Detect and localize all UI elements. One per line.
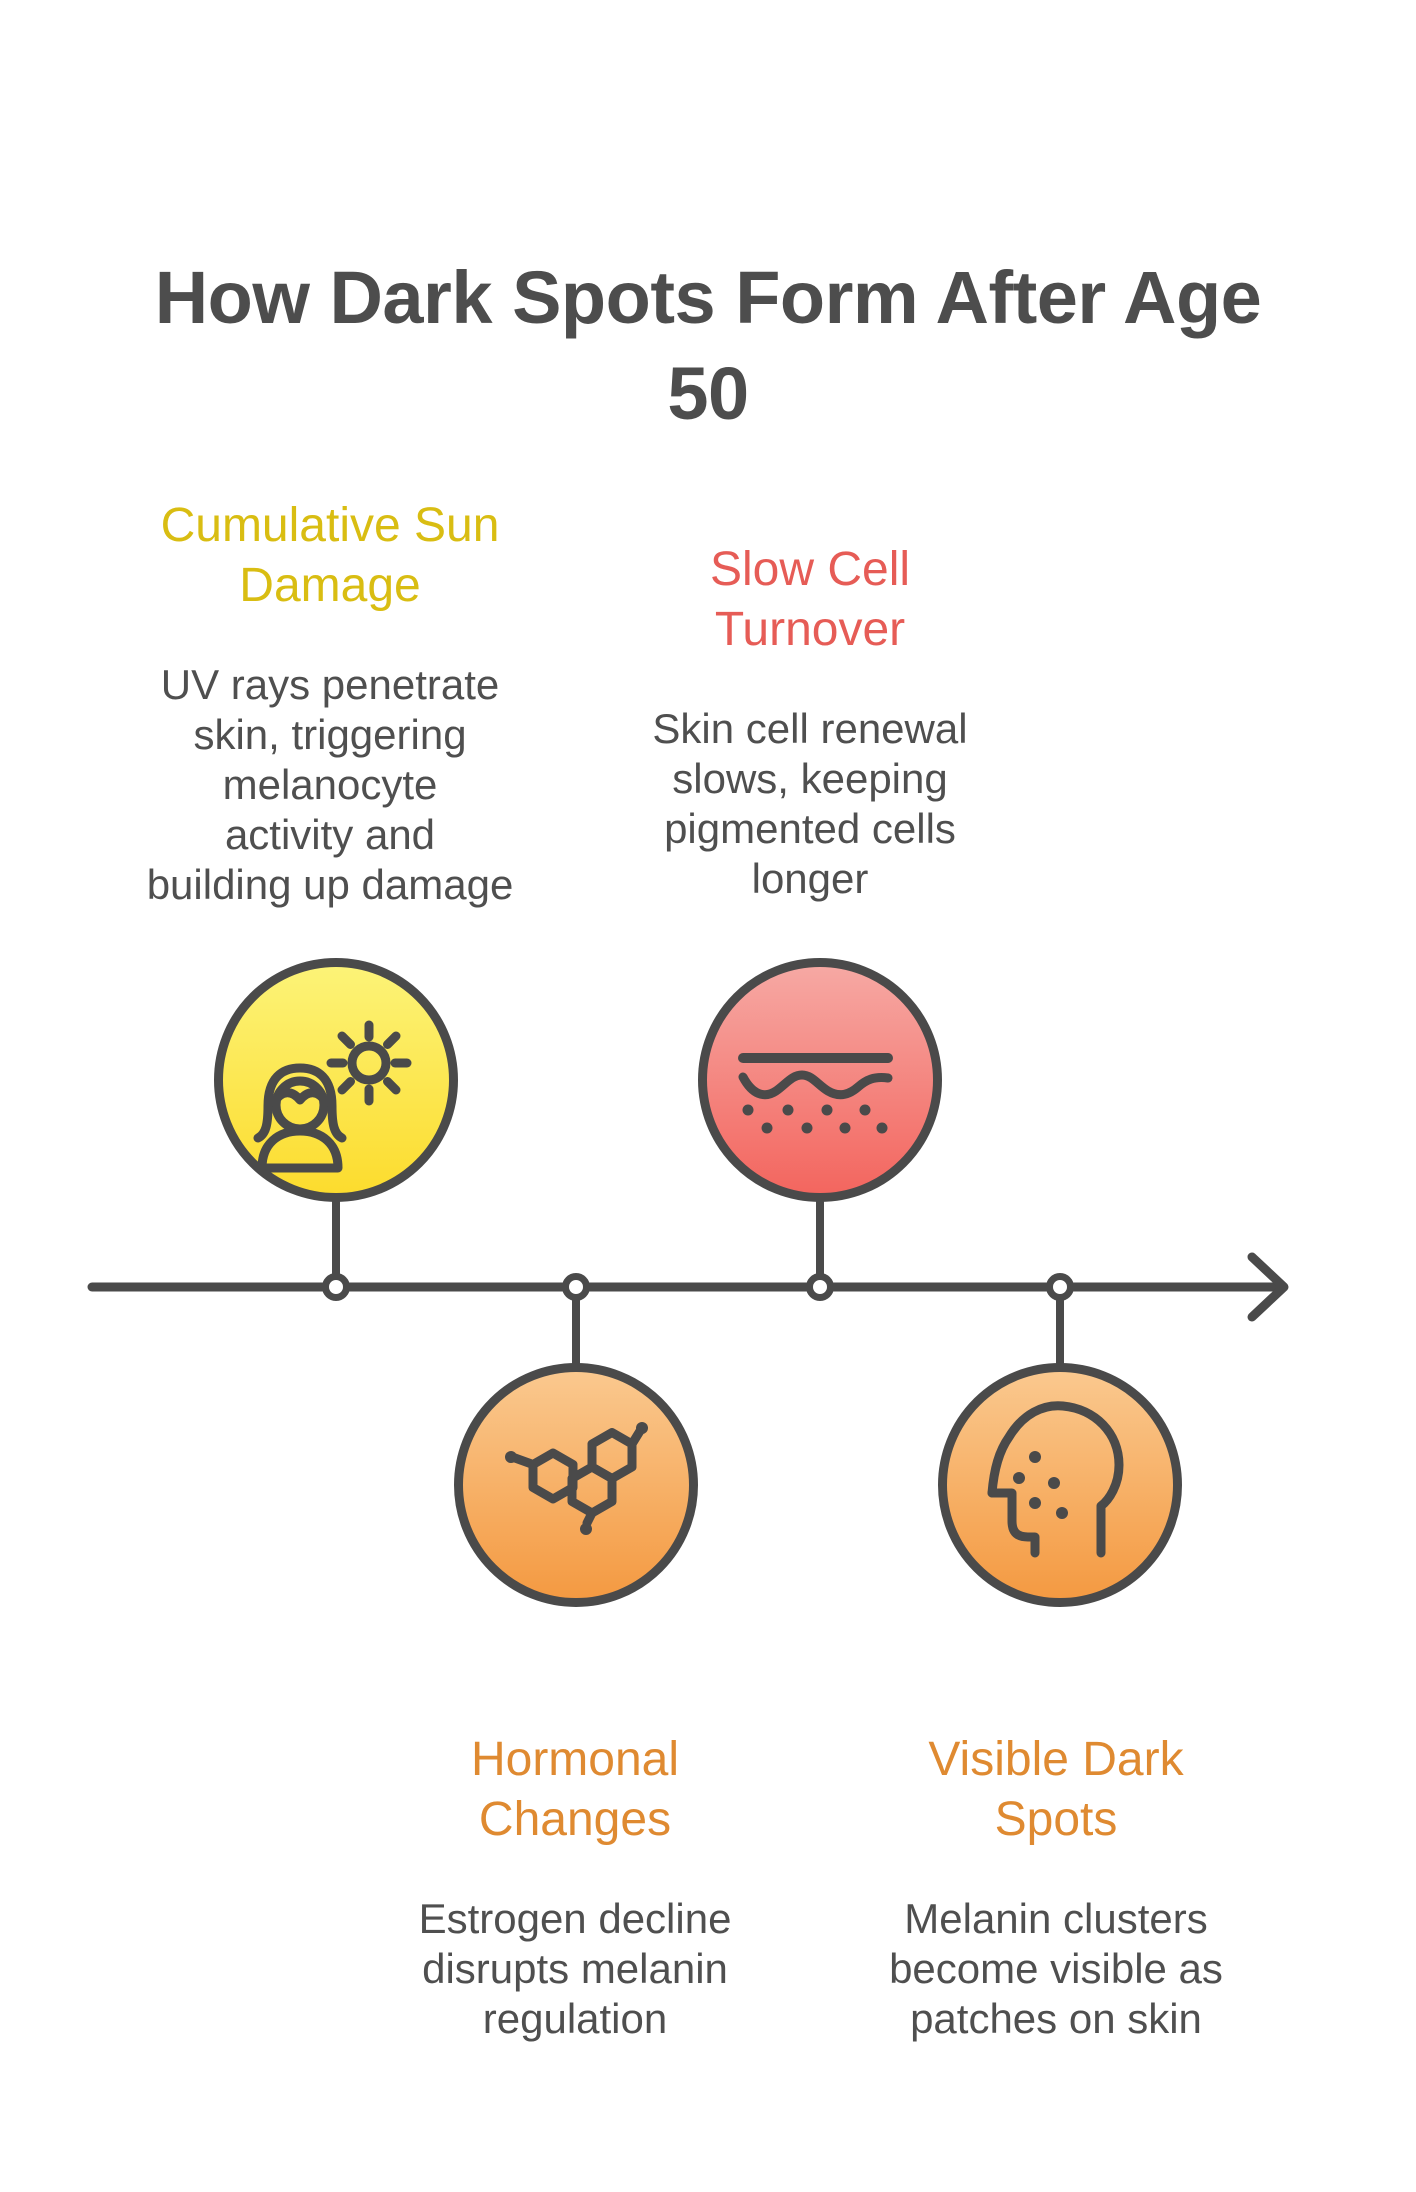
timeline-arrowhead-icon: [1247, 1252, 1289, 1322]
molecule-icon: [505, 1422, 648, 1535]
timeline-node-2: [562, 1273, 590, 1301]
stage-2-text-block: Slow Cell Turnover Skin cell renewal slo…: [620, 522, 1000, 922]
timeline-node-3: [806, 1273, 834, 1301]
woman-sun-icon: [253, 1020, 412, 1173]
stage-4-description: Melanin clusters become visible as patch…: [889, 1895, 1223, 2042]
stage-4-heading: Visible Dark Spots: [928, 1733, 1184, 1846]
timeline: [87, 1196, 1289, 1376]
stage-2-heading: Slow Cell Turnover: [709, 543, 911, 656]
stage-4-circle: [938, 1363, 1182, 1607]
timeline-node-4: [1046, 1273, 1074, 1301]
stage-3-circle: [454, 1363, 698, 1607]
page-title: How Dark Spots Form After Age 50: [154, 255, 1262, 435]
stage-1-heading: Cumulative Sun Damage: [160, 499, 500, 612]
stage-4-text-block: Visible Dark Spots Melanin clusters beco…: [858, 1712, 1254, 2062]
stage-1-circle: [214, 958, 458, 1202]
stage-1-text-block: Cumulative Sun Damage UV rays penetrate …: [110, 478, 550, 928]
stage-3-text-block: Hormonal Changes Estrogen decline disrup…: [375, 1712, 775, 2062]
stage-3-description: Estrogen decline disrupts melanin regula…: [418, 1895, 732, 2042]
timeline-node-1: [322, 1273, 350, 1301]
stage-1-description: UV rays penetrate skin, triggering melan…: [146, 661, 514, 908]
face-spots-icon: [987, 1401, 1124, 1558]
stage-3-heading: Hormonal Changes: [470, 1733, 680, 1846]
stage-2-description: Skin cell renewal slows, keeping pigment…: [652, 705, 968, 902]
skin-layers-icon: [738, 1053, 893, 1134]
stage-2-circle: [698, 958, 942, 1202]
